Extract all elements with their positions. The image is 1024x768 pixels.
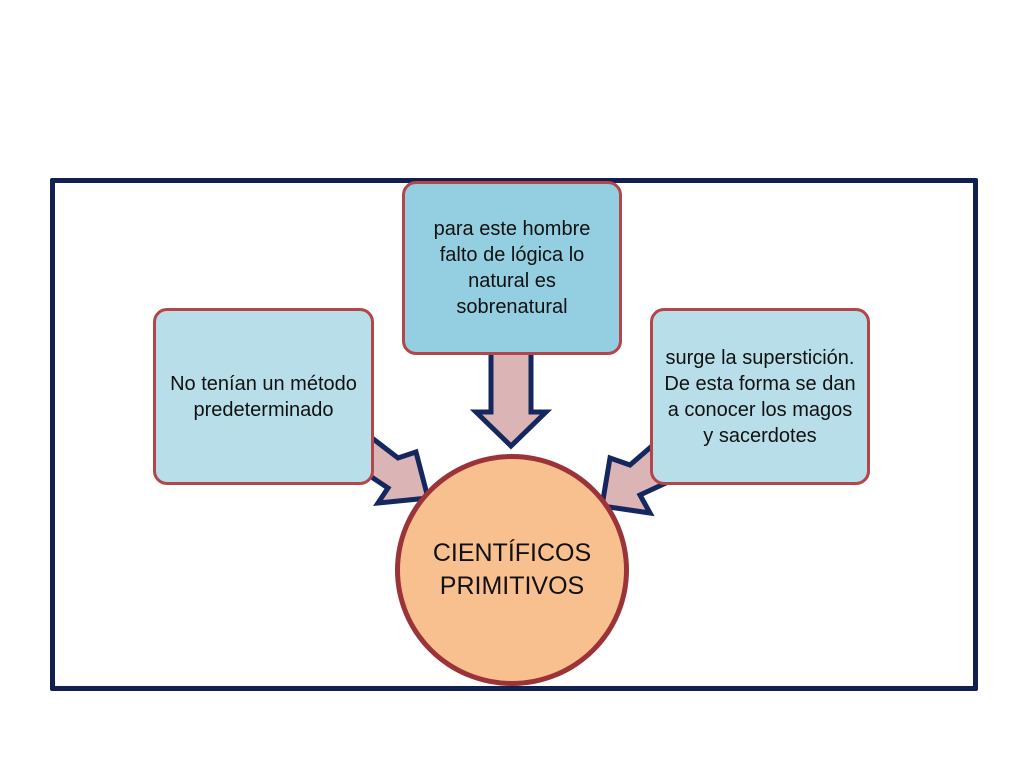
box-logic-text: para este hombre falto de lógica lo natu… (433, 218, 591, 318)
box-superstition: surge la superstición. De esta forma se … (650, 308, 870, 485)
box-method-text: No tenían un método predeterminado (170, 372, 357, 421)
arrow-down (469, 349, 553, 450)
center-circle: CIENTÍFICOS PRIMITIVOS (395, 454, 629, 686)
box-method: No tenían un método predeterminado (153, 308, 374, 485)
box-superstition-text: surge la superstición. De esta forma se … (664, 346, 856, 447)
center-label: CIENTÍFICOS PRIMITIVOS (432, 539, 592, 600)
box-logic: para este hombre falto de lógica lo natu… (402, 181, 622, 355)
